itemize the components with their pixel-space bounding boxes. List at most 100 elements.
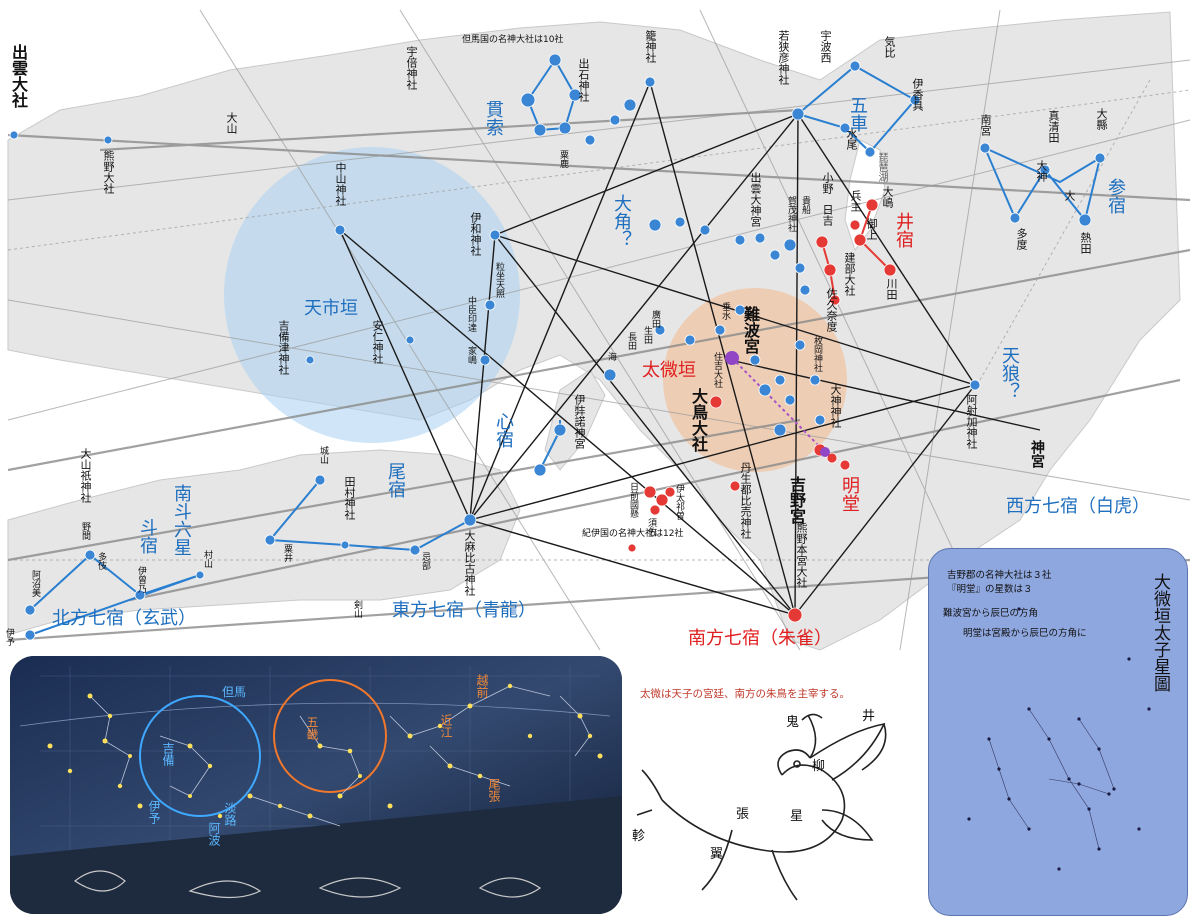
bird-label-ki: 鬼	[786, 715, 800, 730]
asterism-taikaku: 大角？	[611, 194, 632, 248]
bird-label-sei: 星	[790, 809, 804, 824]
label-ani: 安仁神社	[371, 320, 384, 364]
shikoku-land	[7, 449, 521, 636]
asterism-tenro: 天狼？	[999, 346, 1020, 400]
label-sakunado: 佐久奈度	[825, 288, 838, 332]
sky-label-goki: 五畿	[305, 716, 319, 740]
star-panel-note-1: 吉野郡の名神大社は３社	[947, 570, 1052, 581]
star-panel-title: 大微垣太子星圖	[1150, 573, 1170, 692]
sky-label-iyo: 伊予	[147, 800, 161, 824]
asterism-kansaku: 貫索	[483, 100, 504, 136]
asterism-taibien: 太微垣	[642, 360, 696, 381]
label-masumida: 真清田	[1047, 110, 1060, 143]
awaji-land	[544, 369, 606, 471]
sky-chart	[10, 656, 622, 914]
asterism-gosha: 五車	[847, 96, 868, 132]
label-ono: 小野	[821, 172, 834, 194]
sky-label-kibi: 吉備	[161, 742, 175, 766]
label-hyozu: 兵主	[849, 190, 862, 212]
shrine-star-map	[7, 9, 1191, 651]
label-niutsu: 丹生都比売神社	[739, 462, 752, 539]
label-ieshima: 家嶋	[466, 346, 476, 364]
meido-direction-line	[731, 357, 826, 453]
label-kifune: 貴船	[800, 196, 810, 214]
meido-marker	[820, 447, 830, 457]
bird-label-i: 井	[862, 709, 876, 724]
label-murayama: 村山	[202, 550, 212, 568]
label-tarumi: 垂水	[720, 302, 730, 320]
kibi-circle	[139, 695, 261, 817]
label-hinokuma: 日前國懸	[628, 482, 638, 518]
label-tado: 多度	[1015, 228, 1028, 250]
label-wakasahiko: 若狭彦神社	[777, 30, 790, 85]
taibien-star-chart	[967, 607, 1151, 871]
label-kehi: 気比	[883, 36, 896, 58]
label-tagi: 多伎	[96, 552, 106, 570]
label-hirota: 廣田	[650, 310, 660, 328]
label-mizuo: 水尾	[845, 128, 858, 150]
label-izanagi: 伊弉諾神宮	[573, 394, 586, 449]
sky-chart-panel: 但馬 吉備 五畿 越前 近江 尾張 伊予 淡路 阿波	[10, 656, 622, 914]
star-panel-note-4: 明堂は宮殿から辰巳の方角に	[963, 628, 1087, 639]
label-biwako: 琵琶湖	[876, 152, 887, 182]
label-anumi: 阿沼美	[30, 570, 40, 597]
label-suga: 須佐	[646, 518, 656, 536]
label-nakaomi: 中臣印達	[466, 296, 476, 332]
sky-label-echizen: 越前	[475, 674, 489, 698]
sky-label-awa: 阿波	[207, 822, 221, 846]
label-ikagu: 伊香具	[911, 78, 924, 111]
asterism-seisyuku: 井宿	[893, 212, 914, 248]
label-awaimasu: 粒坐天照	[494, 262, 504, 298]
label-nangu: 南宮	[979, 114, 992, 136]
region-west: 西方七宿（白虎）	[1006, 496, 1150, 517]
label-sumiyoshi: 住吉大社	[712, 352, 722, 388]
note-tajima: 但馬国の名神大社は10社	[462, 35, 564, 45]
label-imbe: 忌部	[420, 552, 430, 570]
region-south: 南方七宿（朱雀）	[688, 628, 832, 649]
label-atsuta: 熱田	[1079, 232, 1092, 254]
star-panel-note-2: 『明堂』の星数は３	[947, 584, 1033, 595]
vermilion-bird-figure	[636, 713, 887, 901]
label-noma: 野間	[80, 522, 90, 540]
label-ohmiwa: 大神神社	[829, 384, 842, 428]
sky-label-tajima: 但馬	[222, 685, 247, 699]
label-mikami: 御上	[865, 218, 878, 240]
label-asaka: 阿射加神社	[965, 394, 978, 449]
label-oasahiko: 大麻比古神社	[463, 530, 476, 596]
asterism-tenshien: 天市垣	[304, 298, 358, 319]
bird-label-ryu: 柳	[812, 759, 826, 774]
asterism-nanto: 南斗六星	[171, 484, 192, 556]
label-ootori: 大鳥大社	[689, 388, 708, 452]
label-kamo-jinja: 賀茂神社	[786, 196, 796, 232]
label-hiyoshi: 日吉	[821, 204, 834, 226]
gosha-asterism	[797, 64, 917, 154]
asterism-sansyuku: 参宿	[1105, 178, 1126, 214]
goki-circle	[273, 679, 387, 793]
label-izumo-taisha: 出雲大社	[9, 44, 28, 108]
bird-caption: 太微は天子の宮廷、南方の朱鳥を主宰する。	[640, 688, 850, 700]
label-oagata: 大縣	[1095, 108, 1108, 130]
label-takebe: 建部大社	[843, 252, 856, 296]
label-kawata: 川田	[885, 278, 898, 300]
label-iyo: 伊予	[4, 628, 14, 646]
label-iwa-jinja: 伊和神社	[469, 212, 482, 256]
star-panel-note-3: 難波宮から辰巳の方角	[943, 608, 1039, 619]
bird-label-shin: 軫	[632, 829, 646, 844]
label-kinojo: 城山	[318, 446, 328, 464]
label-kago-jinja: 籠神社	[644, 30, 657, 63]
bird-label-yoku: 翼	[710, 847, 724, 862]
naniwa-marker	[725, 351, 739, 365]
asterism-meido: 明堂	[839, 476, 860, 512]
asterism-bishuku: 尾宿	[385, 462, 406, 498]
label-tamura: 田村神社	[343, 476, 356, 520]
label-daisen: 大山	[225, 112, 238, 134]
label-nagata: 長田	[626, 332, 636, 350]
sky-label-owari: 尾張	[487, 778, 501, 802]
label-dai: 大	[1063, 190, 1076, 201]
bird-label-cho: 張	[736, 807, 750, 822]
tenshien-circle	[224, 147, 520, 443]
kansaku-asterism	[526, 59, 577, 132]
label-umi: 海	[606, 352, 616, 361]
asterism-toshuku: 斗宿	[137, 518, 158, 554]
